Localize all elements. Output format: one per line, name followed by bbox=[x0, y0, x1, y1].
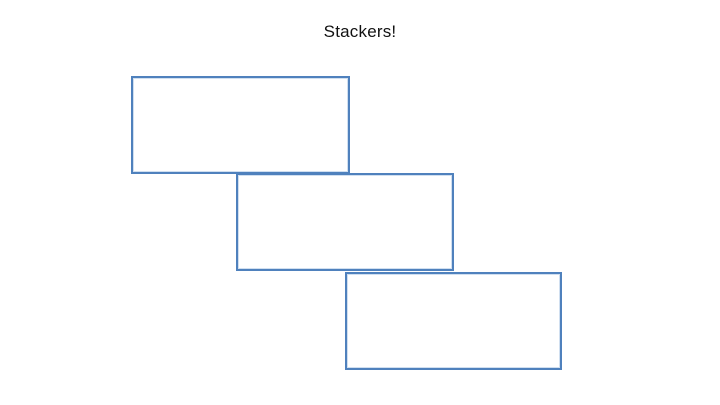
stacked-rectangle-1[interactable] bbox=[131, 76, 350, 174]
slide-title: Stackers! bbox=[323, 22, 397, 41]
stacked-rectangle-3[interactable] bbox=[345, 272, 562, 370]
stacked-rectangle-2[interactable] bbox=[236, 173, 454, 271]
